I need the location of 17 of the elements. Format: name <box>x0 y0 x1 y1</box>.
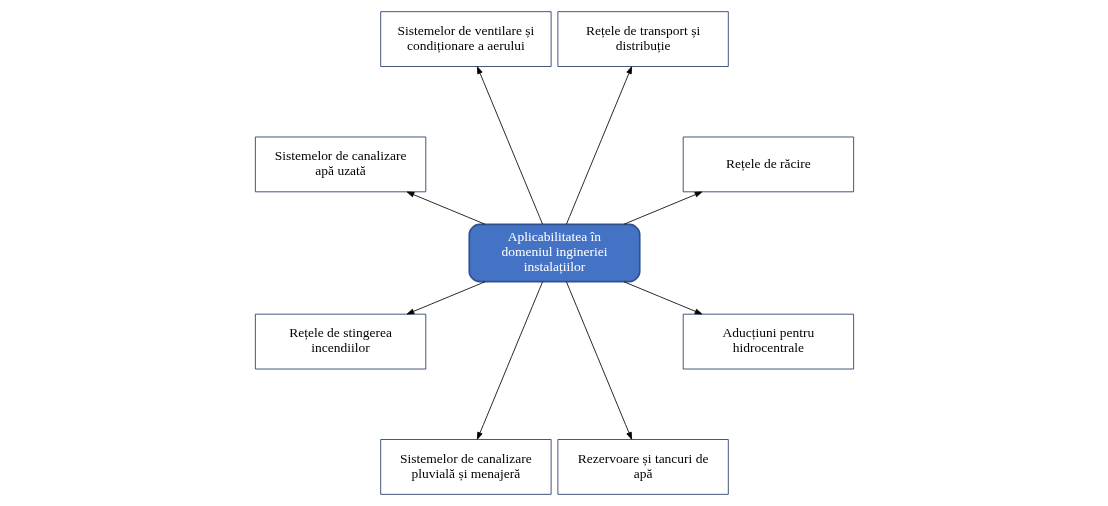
arrow <box>476 66 543 225</box>
node-box: Rețele de stingerea incendiilor <box>254 313 426 370</box>
node-box: Rezervoare și tancuri de apă <box>556 439 729 495</box>
arrow <box>623 281 702 315</box>
node-box: Aplicabilitatea în domeniul ingineriei instalațiilor <box>467 223 641 283</box>
node-box: Sistemelor de canalizare pluvială și menajeră <box>379 439 552 495</box>
arrow <box>623 191 702 225</box>
arrow <box>565 66 632 225</box>
arrow <box>406 191 485 225</box>
arrow <box>406 281 485 315</box>
arrow <box>476 281 543 440</box>
arrow <box>565 281 632 440</box>
node-box: Aducțiuni pentru hidrocentrale <box>682 313 854 370</box>
node-box: Rețele de transport și distribuție <box>556 11 729 67</box>
node-box: Rețele de răcire <box>682 136 854 193</box>
node-box: Sistemelor de canalizare apă uzată <box>254 136 426 193</box>
node-box: Sistemelor de ventilare și condiționare a aerului <box>379 11 552 67</box>
